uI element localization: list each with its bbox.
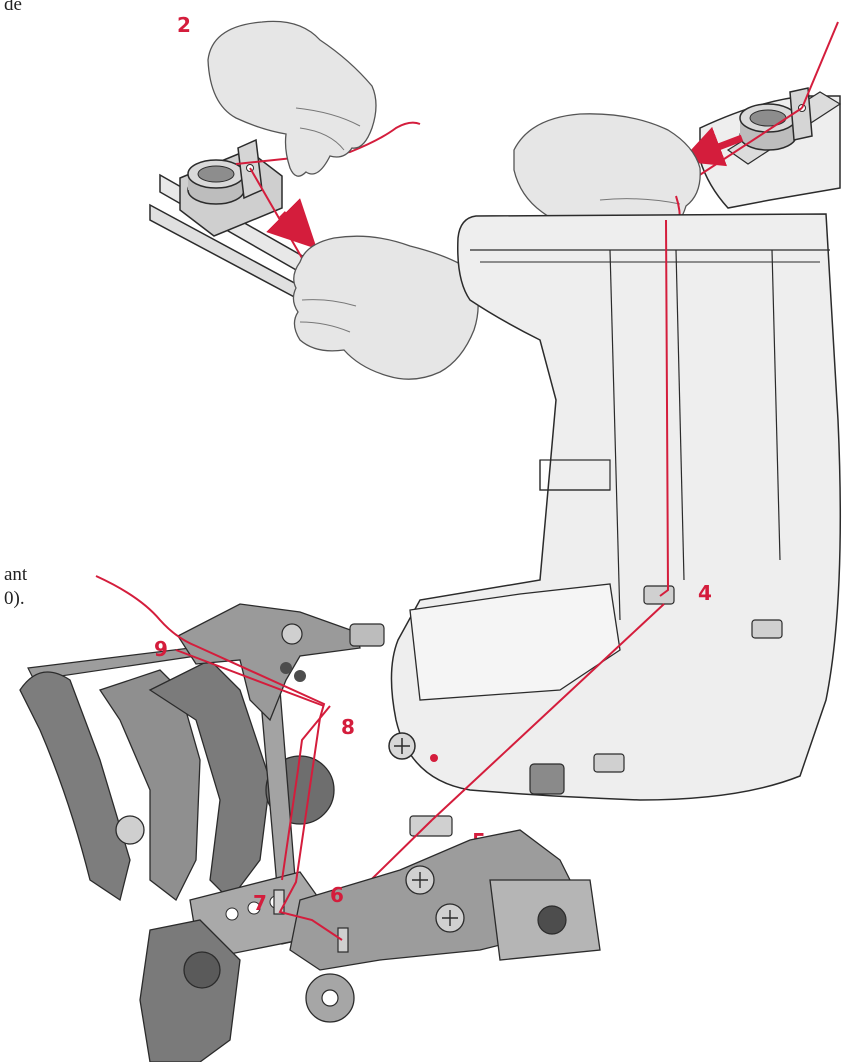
step-label-9: 9 <box>154 637 168 661</box>
thread-guide-side <box>751 619 783 639</box>
step-label-4: 4 <box>698 581 712 605</box>
red-dot-marker <box>430 754 438 762</box>
thread-guide-5 <box>409 815 453 837</box>
direction-arrow-down <box>266 198 317 249</box>
right-thread-guide-illustration <box>513 21 842 251</box>
direction-arrow-left <box>680 126 744 167</box>
right-thread-line <box>801 21 839 109</box>
thread-guide-middle <box>593 753 625 773</box>
thread-post-6 <box>337 927 349 953</box>
cropped-text-line-2: 0). <box>4 588 25 609</box>
machine-recess <box>409 583 621 701</box>
looper-mechanism-illustration: 9 8 7 6 <box>19 575 601 1062</box>
machine-thread <box>659 219 670 597</box>
spool-cup-hole <box>197 165 235 183</box>
cropped-text-line-1: ant <box>4 564 28 585</box>
step-label-7: 7 <box>253 891 267 915</box>
step-label-2: 2 <box>177 13 191 37</box>
lower-clamp <box>139 919 241 1062</box>
right-thread-eyelet <box>789 87 813 141</box>
lower-hand-illustration <box>292 235 479 380</box>
upper-looper-arm <box>148 659 271 901</box>
step-label-8: 8 <box>341 715 355 739</box>
step-2-thread-guide-illustration: 2 <box>149 13 479 380</box>
upper-hand-illustration <box>207 20 377 177</box>
cropped-text-top: de <box>4 0 22 15</box>
left-looper-arm <box>19 671 131 902</box>
thread-post-7 <box>273 889 285 915</box>
needle-clamp <box>177 603 361 722</box>
looper-thread <box>95 575 343 941</box>
step-label-6: 6 <box>330 883 344 907</box>
thread-line <box>235 121 421 165</box>
thread-guide-4 <box>643 585 675 605</box>
machine-body-illustration: 4 5 <box>329 213 842 921</box>
